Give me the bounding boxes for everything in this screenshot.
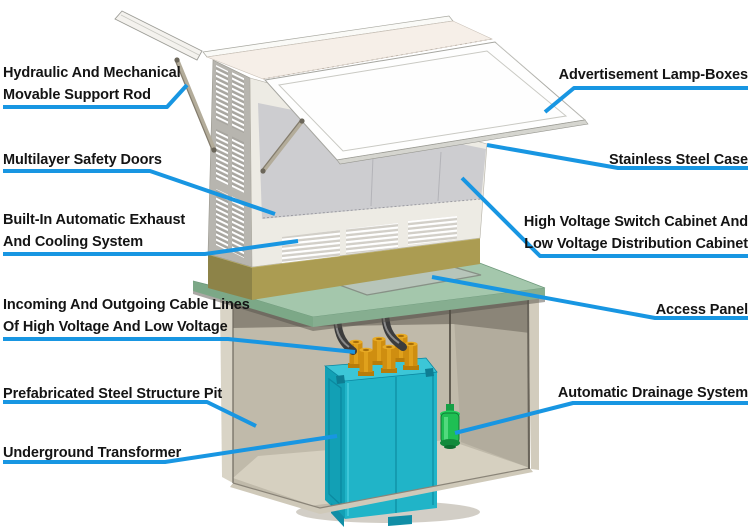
label-line: Movable Support Rod — [3, 87, 151, 103]
support-rod-left-top-pivot — [174, 57, 180, 63]
support-rod-front-body — [261, 119, 304, 173]
platform — [192, 260, 546, 331]
support-rod-front-edge — [261, 119, 302, 171]
leader-safety-doors — [3, 169, 276, 216]
leader-transformer — [3, 434, 338, 464]
louver-gap-2 — [214, 179, 246, 203]
louver-column-1 — [216, 65, 228, 251]
support-rod-left-bottom-pivot — [211, 147, 217, 153]
pit-left-edge-strip — [220, 295, 233, 483]
transformer-lug-left — [336, 375, 345, 384]
platform-front-right-edge — [313, 288, 545, 327]
vent-1 — [282, 230, 340, 263]
support-rod-front — [260, 118, 305, 174]
pit-right-inner-wall — [453, 292, 530, 468]
label-line: Multilayer Safety Doors — [3, 152, 162, 168]
label-steel-case: Stainless Steel Case — [609, 149, 748, 171]
pit-cut-edges — [220, 289, 539, 514]
label-line: Prefabricated Steel Structure Pit — [3, 386, 223, 402]
support-rod-left-body — [174, 59, 217, 151]
platform-front-left-edge — [193, 281, 313, 327]
label-line: Built-In Automatic Exhaust — [3, 212, 186, 228]
label-cable-lines: Incoming And Outgoing Cable Lines Of Hig… — [3, 294, 250, 338]
label-switch-cabinet: High Voltage Switch Cabinet And Low Volt… — [524, 211, 748, 255]
leader-steel-case — [486, 143, 748, 170]
roof-face — [205, 20, 493, 80]
transformer-lug-right — [425, 368, 434, 377]
transformer-front-face — [345, 372, 437, 519]
label-safety-doors: Multilayer Safety Doors — [3, 149, 162, 171]
transformer-left-face — [325, 366, 345, 519]
vent-2 — [346, 223, 398, 254]
leader-cable-lines — [3, 337, 356, 354]
label-line: Hydraulic And Mechanical — [3, 65, 181, 81]
door-seam-2 — [437, 151, 442, 202]
label-line: Access Panel — [655, 302, 748, 318]
label-exhaust-system: Built-In Automatic Exhaust And Cooling S… — [3, 209, 185, 253]
pit-right-edge-line — [527, 290, 530, 470]
louvered-side-panel — [207, 59, 253, 268]
leader-exhaust-system — [3, 239, 299, 256]
support-rod-front-bottom-pivot — [260, 168, 266, 174]
vent-3 — [408, 216, 457, 245]
front-lid-inner-frame — [277, 50, 568, 152]
leader-steel-pit — [3, 400, 257, 428]
left-lamp-box-lid — [114, 10, 203, 61]
leader-access-panel — [431, 275, 748, 320]
door-bottom-dotted-line — [262, 198, 482, 219]
leader-switch-cabinet — [460, 176, 748, 258]
label-line: Incoming And Outgoing Cable Lines — [3, 297, 250, 313]
label-line: Advertisement Lamp-Boxes — [558, 67, 748, 83]
drainage-neck — [446, 404, 454, 414]
door-seam-1 — [370, 156, 374, 207]
leader-lamp-boxes — [543, 86, 748, 114]
label-lamp-boxes: Advertisement Lamp-Boxes — [559, 64, 748, 86]
support-rod-left-edge — [174, 60, 214, 152]
pit-bottom-edge-line — [232, 467, 531, 509]
exhaust-cooling-vents — [282, 216, 457, 263]
louver-column-2 — [232, 72, 244, 258]
roof-hinge-dotted-line — [262, 38, 493, 80]
drainage-foot — [444, 445, 456, 449]
label-line: Automatic Drainage System — [557, 385, 748, 401]
underground-transformer — [323, 357, 438, 527]
base-frame-front — [252, 238, 480, 300]
label-hydraulic-support-rod: Hydraulic And Mechanical Movable Support… — [3, 62, 181, 106]
label-access-panel: Access Panel — [656, 299, 748, 321]
leader-support-rod — [3, 83, 189, 109]
label-line: And Cooling System — [3, 234, 143, 250]
drainage-highlight — [444, 417, 448, 440]
leader-drainage-system — [454, 401, 748, 435]
left-lid-inner-line — [120, 14, 200, 56]
front-lid-bottom-edge — [336, 119, 589, 165]
pit-right-edge-strip — [528, 289, 539, 470]
advertisement-lamp-box-lid — [264, 41, 589, 165]
automatic-drainage-system — [440, 298, 460, 449]
support-rod-front-top-pivot — [299, 118, 305, 124]
label-drainage-system: Automatic Drainage System — [558, 382, 748, 404]
label-line: Underground Transformer — [3, 445, 182, 461]
label-line: Low Voltage Distribution Cabinet — [524, 236, 748, 252]
support-rod-left — [174, 57, 217, 153]
label-underground-transformer: Underground Transformer — [3, 442, 181, 464]
label-line: High Voltage Switch Cabinet And — [523, 214, 748, 230]
label-line: Of High Voltage And Low Voltage — [3, 319, 228, 335]
louver-gap-1 — [214, 119, 246, 143]
transformer-foot-right — [388, 515, 412, 526]
platform-underside-shadow — [193, 289, 545, 331]
base-frame-side — [208, 254, 252, 300]
drainage-body — [440, 412, 460, 444]
drainage-bottom-flange — [440, 439, 460, 447]
label-line: Stainless Steel Case — [608, 152, 748, 168]
leader-lines — [3, 83, 748, 464]
label-steel-pit: Prefabricated Steel Structure Pit — [3, 383, 222, 405]
